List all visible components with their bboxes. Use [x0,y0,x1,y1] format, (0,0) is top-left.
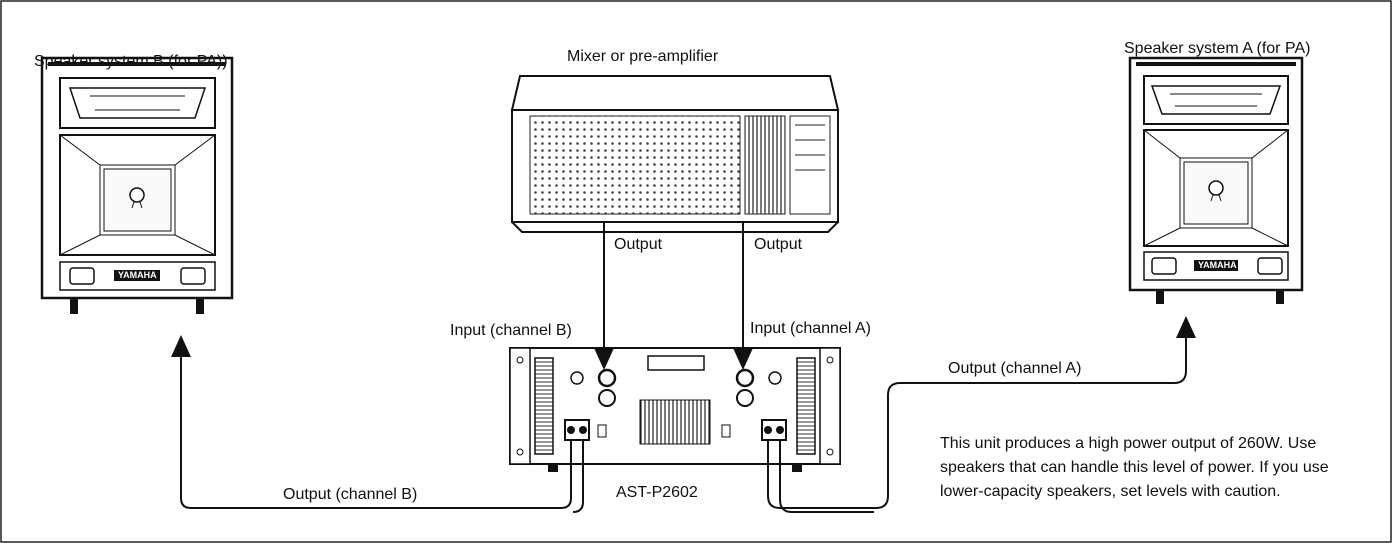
power-caution-line-3: lower-capacity speakers, set levels with… [940,483,1281,500]
output-a-cable [767,316,1196,513]
mixer-output-label-left: Output [614,236,663,253]
mixer-title: Mixer or pre-amplifier [567,48,719,65]
input-channel-b-label: Input (channel B) [450,322,572,339]
speaker-b-cabinet [40,56,234,314]
power-caution-line-1: This unit produces a high power output o… [940,435,1317,452]
mixer-output-label-right: Output [754,236,803,253]
mixer-console [510,75,840,233]
power-caution-line-2: speakers that can handle this level of p… [940,459,1329,476]
speaker-a-title: Speaker system A (for PA) [1124,40,1311,57]
speaker-a-cabinet [1128,56,1304,304]
output-channel-b-label: Output (channel B) [283,486,418,503]
amplifier-model-label: AST-P2602 [616,484,698,501]
speaker-b-brand-badge: YAMAHA [118,270,157,280]
speaker-b-title: Speaker system B (for PA)) [34,53,228,70]
speaker-a-brand-badge: YAMAHA [1198,260,1237,270]
power-caution-note: This unit produces a high power output o… [940,432,1329,504]
output-b-cable [171,335,584,513]
input-channel-a-label: Input (channel A) [750,320,871,337]
output-channel-a-label: Output (channel A) [948,360,1082,377]
amplifier-rack [509,347,841,472]
